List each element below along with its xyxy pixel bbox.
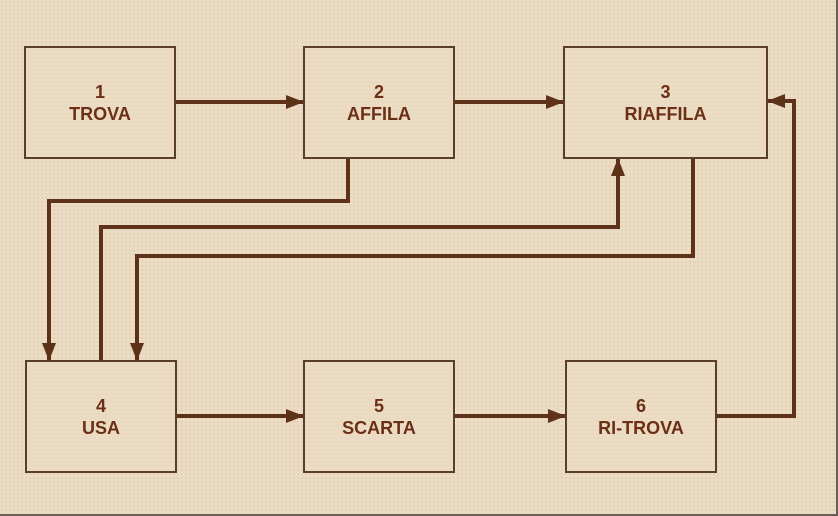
step-label: USA <box>81 417 120 438</box>
step-number: 1 <box>94 81 105 102</box>
step-label: RIAFFILA <box>624 103 707 124</box>
step-number: 5 <box>373 395 384 416</box>
step-box-trova: 1 TROVA <box>24 46 176 159</box>
arrow-4-to-3 <box>99 158 625 360</box>
step-box-ri-trova: 6 RI-TROVA <box>565 360 717 473</box>
step-box-scarta: 5 SCARTA <box>303 360 455 473</box>
step-label: SCARTA <box>342 417 416 438</box>
step-number: 6 <box>635 395 646 416</box>
step-label: RI-TROVA <box>598 417 684 438</box>
step-box-usa: 4 USA <box>25 360 177 473</box>
arrow-3-to-4 <box>130 159 695 361</box>
step-label: AFFILA <box>347 103 411 124</box>
step-number: 3 <box>660 81 671 102</box>
step-box-riaffila: 3 RIAFFILA <box>563 46 768 159</box>
step-number: 4 <box>95 395 106 416</box>
step-box-affila: 2 AFFILA <box>303 46 455 159</box>
arrow-2-to-4 <box>42 159 350 361</box>
arrow-6-to-3 <box>717 94 796 418</box>
step-number: 2 <box>373 81 384 102</box>
step-label: TROVA <box>69 103 131 124</box>
